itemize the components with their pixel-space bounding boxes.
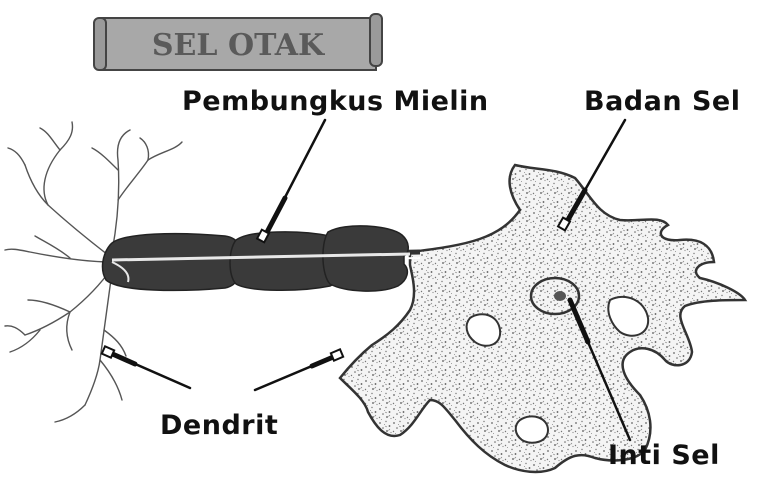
cell-body-label: Badan Sel bbox=[584, 86, 740, 117]
title-banner: SEL OTAK bbox=[94, 14, 382, 70]
dendrite-label: Dendrit bbox=[160, 410, 278, 441]
nucleus-label: Inti Sel bbox=[608, 440, 720, 471]
title-text: SEL OTAK bbox=[152, 28, 325, 63]
myelin-label: Pembungkus Mielin bbox=[182, 86, 489, 117]
